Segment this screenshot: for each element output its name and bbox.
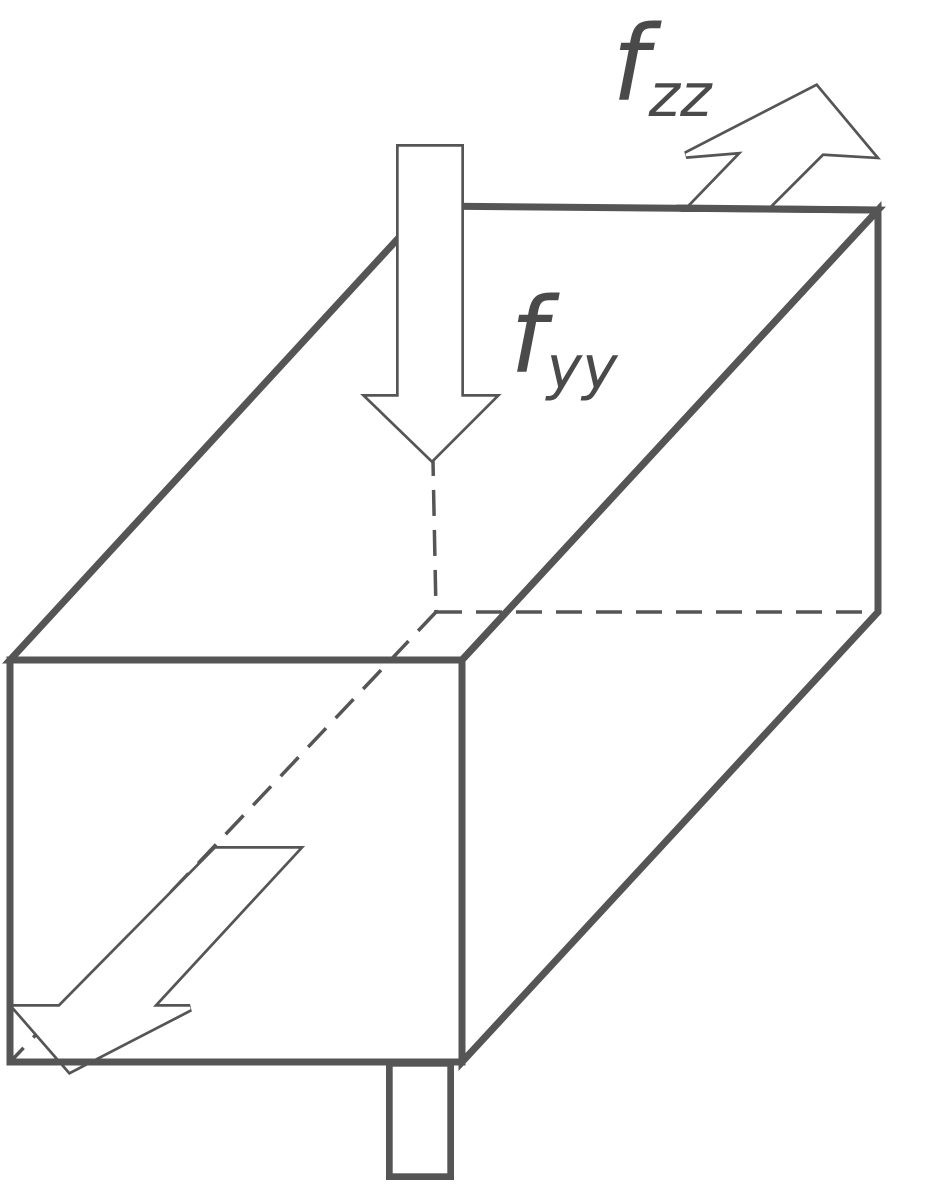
back-top-edge-overlay bbox=[676, 204, 882, 214]
fyy-bottom-arrow bbox=[386, 1060, 454, 1180]
right-face bbox=[458, 201, 882, 1071]
fyy-label: fyy bbox=[510, 275, 619, 403]
fzz-arrow bbox=[676, 82, 882, 214]
fzz-label: fzz bbox=[612, 3, 713, 131]
hidden-edge-diagonal bbox=[10, 610, 438, 1062]
front-depth-arrow bbox=[7, 846, 306, 1075]
fyy-arrow bbox=[360, 144, 502, 464]
